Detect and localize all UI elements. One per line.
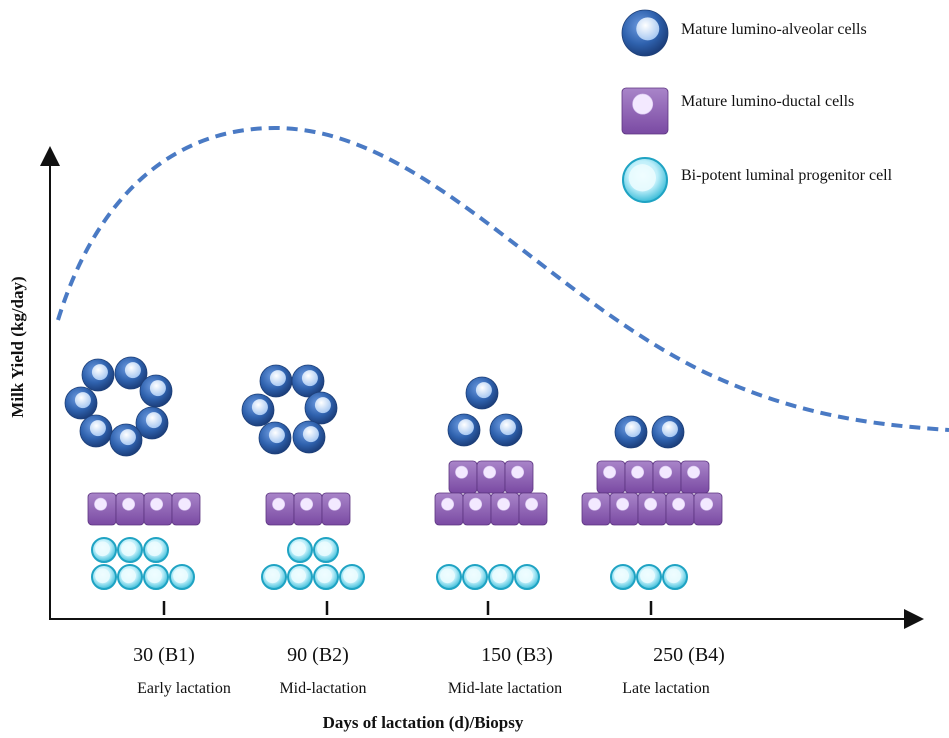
stage-phase-label: Mid-late lactation (447, 680, 563, 697)
progenitor-cell-icon (313, 537, 339, 563)
ductal-cell-icon (665, 492, 695, 526)
alveolar-cell-icon (259, 364, 293, 398)
ductal-cell-icon (462, 492, 492, 526)
ductal-cell-icon (293, 492, 323, 526)
stage-day-label: 30 (B1) (133, 644, 195, 666)
progenitor-cell-icon (169, 564, 195, 590)
stage-phase-label: Mid-lactation (279, 680, 367, 697)
stage-day-label: 90 (B2) (287, 644, 349, 666)
ductal-cell-icon (652, 460, 682, 494)
progenitor-cell-icon (91, 564, 117, 590)
ductal-cell-icon (609, 492, 639, 526)
ductal-cell-icon (621, 87, 669, 135)
progenitor-cell-icon (488, 564, 514, 590)
progenitor-cell-icon (622, 157, 668, 203)
stage-phase-label: Early lactation (137, 680, 231, 697)
alveolar-cell-icon (139, 374, 173, 408)
progenitor-cell-icon (287, 564, 313, 590)
legend-label-alveolar: Mature lumino-alveolar cells (681, 21, 867, 38)
alveolar-cell-icon (621, 9, 669, 57)
progenitor-cell-icon (636, 564, 662, 590)
x-axis-label: Days of lactation (d)/Biopsy (322, 713, 524, 732)
ductal-cell-icon (265, 492, 295, 526)
ductal-cell-icon (680, 460, 710, 494)
progenitor-cell-icon (91, 537, 117, 563)
progenitor-cell-icon (261, 564, 287, 590)
alveolar-cell-icon (304, 391, 338, 425)
ductal-cell-icon (596, 460, 626, 494)
progenitor-cell-icon (462, 564, 488, 590)
ductal-cell-icon (490, 492, 520, 526)
alveolar-cell-icon (292, 420, 326, 454)
legend-label-ductal: Mature lumino-ductal cells (681, 93, 855, 110)
y-axis-label: Milk Yield (kg/day) (8, 276, 27, 418)
alveolar-cell-icon (114, 356, 148, 390)
alveolar-cell-icon (447, 413, 481, 447)
progenitor-cell-icon (339, 564, 365, 590)
alveolar-cell-icon (465, 376, 499, 410)
alveolar-cell-icon (241, 393, 275, 427)
ductal-cell-icon (171, 492, 201, 526)
ductal-cell-icon (321, 492, 351, 526)
ductal-cell-icon (518, 492, 548, 526)
legend-label-progenitor: Bi-potent luminal progenitor cell (681, 167, 893, 184)
ductal-cell-icon (476, 460, 506, 494)
progenitor-cell-icon (662, 564, 688, 590)
alveolar-cell-icon (614, 415, 648, 449)
progenitor-cell-icon (610, 564, 636, 590)
ductal-cell-icon (143, 492, 173, 526)
alveolar-cell-icon (135, 406, 169, 440)
ductal-cell-icon (637, 492, 667, 526)
progenitor-cell-icon (436, 564, 462, 590)
lactation-curve (56, 125, 949, 432)
progenitor-cell-icon (313, 564, 339, 590)
progenitor-cell-icon (117, 537, 143, 563)
alveolar-cell-icon (258, 421, 292, 455)
ductal-cell-icon (115, 492, 145, 526)
ductal-cell-icon (624, 460, 654, 494)
ductal-cell-icon (693, 492, 723, 526)
progenitor-cell-icon (143, 564, 169, 590)
ductal-cell-icon (448, 460, 478, 494)
stage-phase-label: Late lactation (622, 680, 710, 697)
alveolar-cell-icon (489, 413, 523, 447)
alveolar-cell-icon (81, 358, 115, 392)
stage-day-label: 250 (B4) (653, 644, 725, 666)
cell-groups (64, 356, 723, 590)
ductal-cell-icon (581, 492, 611, 526)
ductal-cell-icon (504, 460, 534, 494)
legend-icons (621, 9, 669, 203)
progenitor-cell-icon (117, 564, 143, 590)
progenitor-cell-icon (143, 537, 169, 563)
ductal-cell-icon (87, 492, 117, 526)
alveolar-cell-icon (651, 415, 685, 449)
progenitor-cell-icon (514, 564, 540, 590)
alveolar-cell-icon (291, 364, 325, 398)
ductal-cell-icon (434, 492, 464, 526)
alveolar-cell-icon (109, 423, 143, 457)
alveolar-cell-icon (64, 386, 98, 420)
progenitor-cell-icon (287, 537, 313, 563)
alveolar-cell-icon (79, 414, 113, 448)
stage-day-label: 150 (B3) (481, 644, 553, 666)
